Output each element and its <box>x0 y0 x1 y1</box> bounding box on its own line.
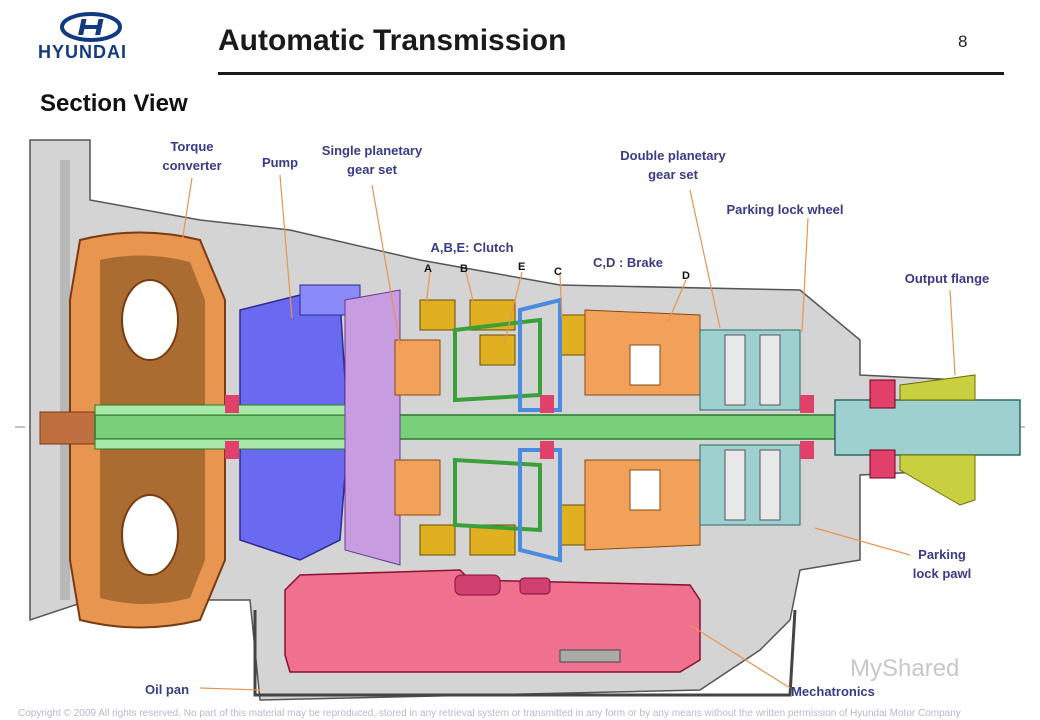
double-planetary-gear-set <box>584 309 701 551</box>
bell-housing-wall <box>60 160 70 600</box>
label-brake: C,D : Brake <box>592 255 664 270</box>
label-mechatronics: Mechatronics <box>791 684 875 699</box>
hyundai-logo <box>60 12 122 47</box>
section-title: Section View <box>40 90 188 117</box>
output-flange <box>834 374 1021 506</box>
input-shaft-lower <box>94 438 346 450</box>
label-brake-c: C <box>554 266 562 278</box>
label-brake-d: D <box>682 270 690 282</box>
output-gear-area <box>699 329 801 526</box>
copyright-footer: Copyright © 2009 All rights reserved. No… <box>18 708 961 719</box>
single-planetary-gear-set <box>344 289 441 566</box>
hyundai-logo-icon <box>60 12 122 42</box>
label-oil-pan: Oil pan <box>144 682 190 697</box>
label-clutch-b: B <box>460 263 468 275</box>
oil-filter <box>559 649 621 663</box>
mechatronics-unit <box>284 569 701 673</box>
page-title: Automatic Transmission <box>218 24 567 57</box>
clutch-drum-lower <box>453 457 542 533</box>
label-output-flange: Output flange <box>904 271 990 286</box>
bearings <box>225 395 814 459</box>
header-rule <box>218 72 1004 75</box>
brand-name: HYUNDAI <box>38 42 128 62</box>
label-clutch: A,B,E: Clutch <box>430 240 514 255</box>
main-shaft <box>94 414 836 440</box>
label-parking-lock-wheel: Parking lock wheel <box>726 202 844 217</box>
label-clutch-e: E <box>518 261 526 273</box>
oil-pan <box>253 609 797 697</box>
leader-lines <box>179 174 956 691</box>
label-clutch-a: A <box>424 263 432 275</box>
transmission-section-diagram <box>15 139 1025 701</box>
label-pump: Pump <box>261 155 299 170</box>
brake-hub-upper <box>518 297 562 412</box>
watermark: MyShared <box>850 655 960 682</box>
page-number: 8 <box>958 32 968 51</box>
input-shaft-upper <box>94 404 346 416</box>
